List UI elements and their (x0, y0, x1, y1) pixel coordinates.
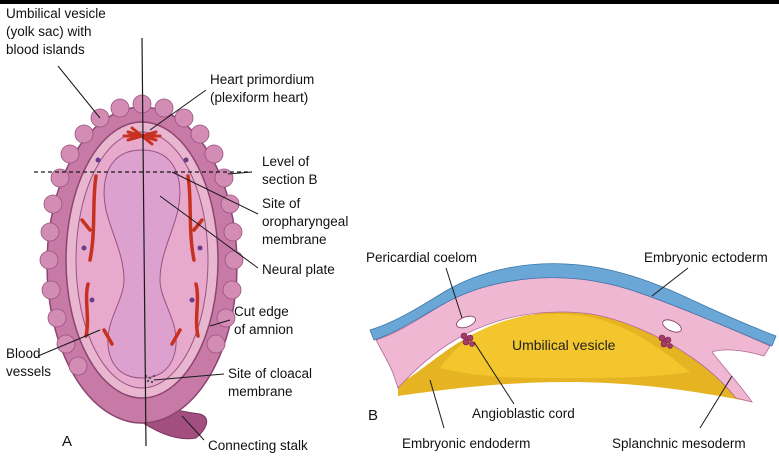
label-blood-line1: Blood (6, 346, 41, 361)
panel-b-letter: B (368, 407, 378, 424)
label-angioblastic-cord: Angioblastic cord (472, 406, 575, 421)
label-umbilical-vesicle: Umbilical vesicle (512, 337, 616, 353)
label-level-line2: section B (262, 172, 318, 187)
label-heart-line2: (plexiform heart) (210, 90, 308, 105)
label-cloacal-line2: membrane (228, 384, 293, 399)
label-yolk-sac-line3: blood islands (6, 42, 85, 57)
label-pericardial-coelom: Pericardial coelom (366, 250, 477, 265)
label-yolk-sac-line2: (yolk sac) with (6, 24, 92, 39)
top-rule (0, 0, 779, 4)
label-splanchnic-mesoderm: Splanchnic mesoderm (612, 436, 746, 451)
label-embryonic-ectoderm: Embryonic ectoderm (644, 250, 768, 265)
label-level-line1: Level of (262, 154, 310, 169)
panel-b-illustration (370, 264, 776, 402)
label-blood-line2: vessels (6, 364, 51, 379)
label-oro-line3: membrane (262, 232, 327, 247)
label-amnion-line2: of amnion (234, 322, 293, 337)
label-heart-line1: Heart primordium (210, 72, 314, 87)
label-oro-line2: oropharyngeal (262, 214, 348, 229)
panel-a-letter: A (62, 433, 72, 450)
label-connecting-stalk: Connecting stalk (208, 438, 308, 453)
label-yolk-sac-line1: Umbilical vesicle (6, 6, 106, 21)
label-amnion-line1: Cut edge (234, 304, 289, 319)
label-cloacal-line1: Site of cloacal (228, 366, 312, 381)
label-embryonic-endoderm: Embryonic endoderm (402, 436, 530, 451)
label-neural-plate: Neural plate (262, 262, 335, 277)
label-oro-line1: Site of (262, 196, 301, 211)
